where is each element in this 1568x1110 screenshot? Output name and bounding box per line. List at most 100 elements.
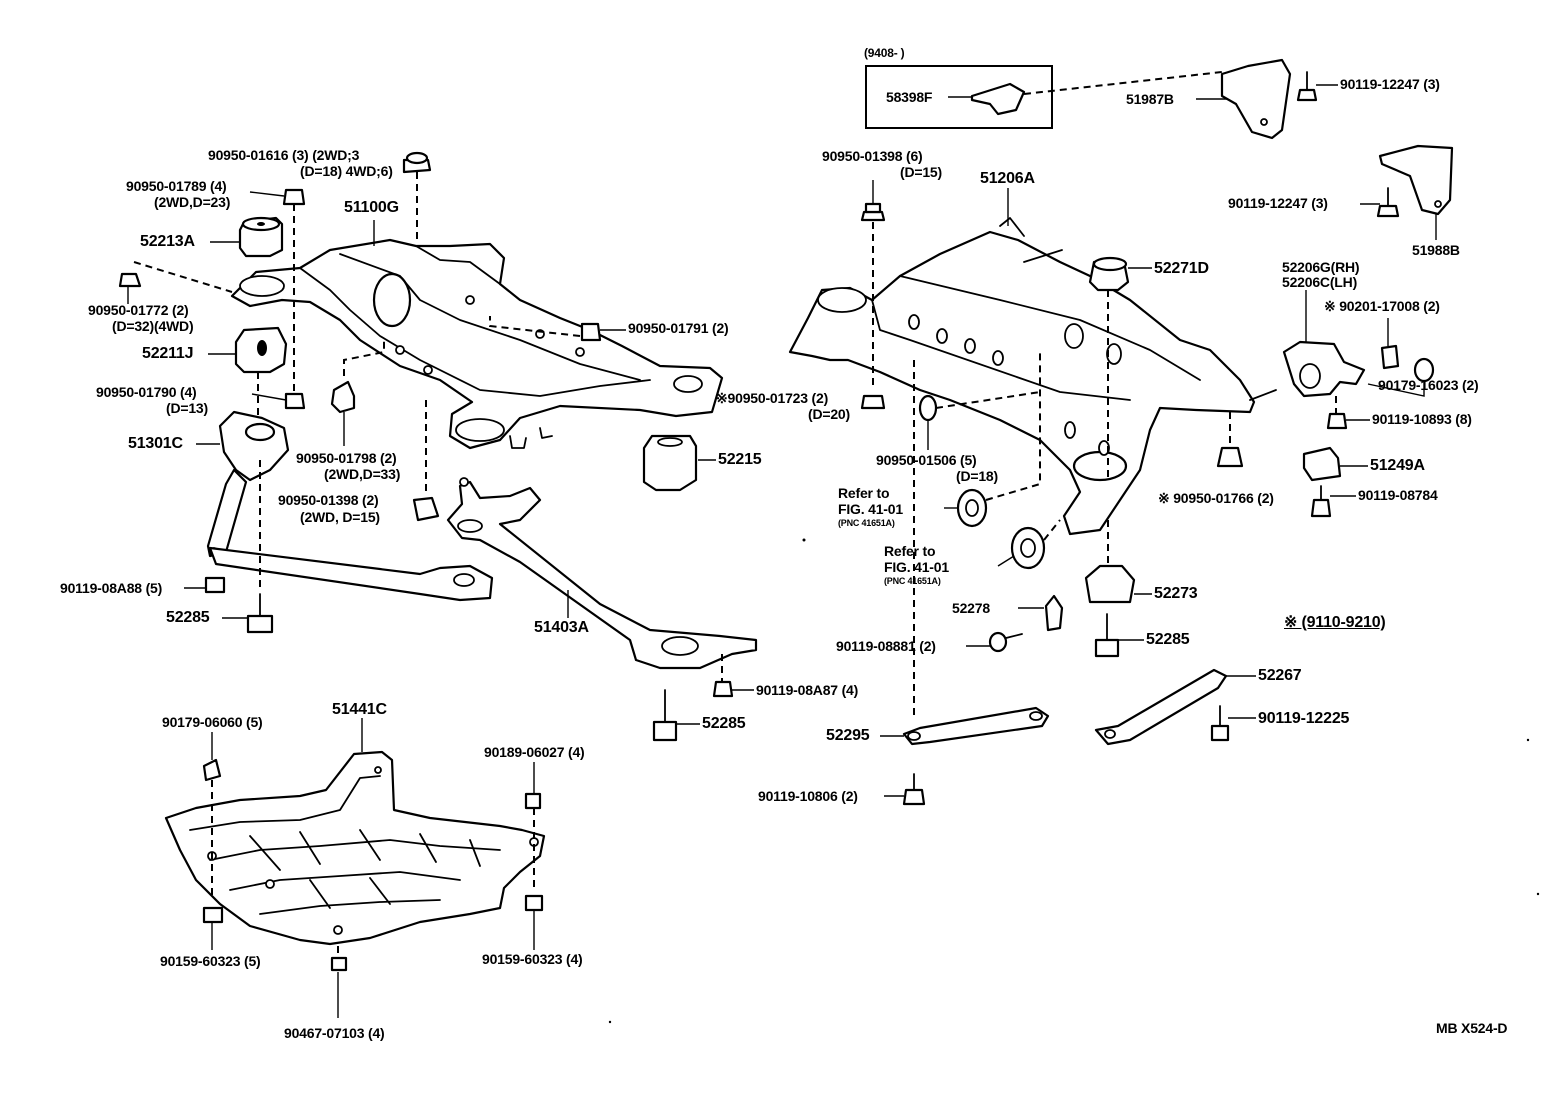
label-51988B: 51988B xyxy=(1412,242,1460,258)
label-90179-06060: 90179-06060 (5) xyxy=(162,714,263,730)
label-52273: 52273 xyxy=(1154,585,1198,602)
label-refer-1: Refer to xyxy=(838,485,890,501)
label-2wd-d33: (2WD,D=33) xyxy=(324,466,401,482)
label-90119-08784: 90119-08784 xyxy=(1358,487,1438,503)
label-90950-01616: 90950-01616 (3) (2WD;3 xyxy=(208,147,360,163)
label-51206A: 51206A xyxy=(980,170,1035,187)
label-pnc-1: (PNC 41651A) xyxy=(838,518,895,528)
bolt-90159-60323-a xyxy=(202,906,224,924)
bolt-90119-08A87 xyxy=(712,680,734,698)
label-90119-12247-a: 90119-12247 (3) xyxy=(1340,76,1440,92)
bolt-90119-10893 xyxy=(1326,412,1348,430)
label-90950-01506: 90950-01506 (5) xyxy=(876,452,977,468)
bushing-90950-01772 xyxy=(118,272,142,288)
label-90950-01398-6: 90950-01398 (6) xyxy=(822,148,923,164)
label-90950-01798: 90950-01798 (2) xyxy=(296,450,397,466)
mount-52215 xyxy=(642,434,698,492)
label-90119-08A87: 90119-08A87 (4) xyxy=(756,682,859,698)
bolt-90119-10806 xyxy=(902,788,926,806)
nut-90189-06027 xyxy=(524,792,542,810)
label-2wd-d23: (2WD,D=23) xyxy=(154,194,231,210)
drawing-code: MB X524-D xyxy=(1436,1020,1508,1036)
clip-90179-06060 xyxy=(202,758,222,782)
bracket-51988B xyxy=(1378,144,1454,216)
member-51301C xyxy=(206,410,494,602)
label-d20: (D=20) xyxy=(808,406,850,422)
label-d15-a: (D=15) xyxy=(900,164,942,180)
inset-header: (9408- ) xyxy=(864,46,905,60)
bolt-90119-12247-a xyxy=(1296,88,1318,102)
bolt-90119-08784 xyxy=(1310,498,1332,518)
label-51100G: 51100G xyxy=(344,199,399,216)
bolt-90119-12225 xyxy=(1210,724,1230,742)
inset-box xyxy=(865,65,1053,129)
label-51441C: 51441C xyxy=(332,701,387,718)
label-90119-08881: 90119-08881 (2) xyxy=(836,638,936,654)
label-90950-01789: 90950-01789 (4) xyxy=(126,178,227,194)
label-90159-60323-b: 90159-60323 (4) xyxy=(482,951,583,967)
bolt-90119-08A88 xyxy=(204,576,226,594)
bolt-90467-07103 xyxy=(330,956,348,972)
strut-52295 xyxy=(902,706,1050,746)
label-effective-note: ※ (9110-9210) xyxy=(1284,614,1386,631)
bushing-90950-01766 xyxy=(1216,446,1244,468)
bracket-51987B xyxy=(1220,58,1292,140)
label-90119-10806: 90119-10806 (2) xyxy=(758,788,858,804)
member-51403A xyxy=(446,477,758,670)
label-90189-06027: 90189-06027 (4) xyxy=(484,744,585,760)
bolt-90119-12247-b xyxy=(1376,204,1400,218)
bracket-52206 xyxy=(1282,340,1366,398)
label-51987B: 51987B xyxy=(1126,91,1174,107)
washer-90201-17008 xyxy=(1380,344,1400,370)
label-d32-4wd: (D=32)(4WD) xyxy=(112,318,194,334)
bolt-90119-08881 xyxy=(988,631,1008,653)
label-51301C: 51301C xyxy=(128,435,183,452)
bolt-52285-c xyxy=(652,720,678,742)
label-90950-01772: 90950-01772 (2) xyxy=(88,302,189,318)
bushing-90950-01398-6 xyxy=(860,210,886,222)
pin-90950-01798 xyxy=(330,380,356,414)
label-d18: (D=18) xyxy=(956,468,998,484)
bolt-52285-a xyxy=(246,614,274,634)
bushing-90950-01791 xyxy=(580,322,602,342)
label-51249A: 51249A xyxy=(1370,457,1425,474)
label-90467-07103: 90467-07103 (4) xyxy=(284,1025,385,1041)
label-52278: 52278 xyxy=(952,600,990,616)
under-cover-51441C xyxy=(164,750,546,946)
label-2wd-d15: (2WD, D=15) xyxy=(300,509,380,525)
label-51403A: 51403A xyxy=(534,619,589,636)
label-90201-17008: ※ 90201-17008 (2) xyxy=(1324,298,1440,314)
label-refer-2: Refer to xyxy=(884,543,936,559)
label-d13: (D=13) xyxy=(166,400,208,416)
strut-52267 xyxy=(1094,668,1228,746)
mount-51249A xyxy=(1302,446,1342,482)
label-52206C: 52206C(LH) xyxy=(1282,274,1358,290)
label-52285-b: 52285 xyxy=(1146,631,1190,648)
label-90950-01790: 90950-01790 (4) xyxy=(96,384,197,400)
label-52295: 52295 xyxy=(826,727,870,744)
label-52215: 52215 xyxy=(718,451,762,468)
label-fig-1: FIG. 41-01 xyxy=(838,501,903,517)
label-90950-01791: 90950-01791 (2) xyxy=(628,320,729,336)
bolt-90159-60323-b xyxy=(524,894,544,912)
label-90950-01766: ※ 90950-01766 (2) xyxy=(1158,490,1274,506)
label-58398F: 58398F xyxy=(886,89,933,105)
rear-crossmember-51206A xyxy=(788,217,1277,536)
bushing-90950-01790 xyxy=(284,392,306,410)
bushing-90950-01789 xyxy=(282,188,306,206)
label-fig-2: FIG. 41-01 xyxy=(884,559,949,575)
label-52211J: 52211J xyxy=(142,345,194,362)
label-52285-a: 52285 xyxy=(166,609,210,626)
bolt-52285-b xyxy=(1094,638,1120,658)
label-52285-c: 52285 xyxy=(702,715,746,732)
label-90950-01723: ※90950-01723 (2) xyxy=(716,390,829,406)
label-pnc-2: (PNC 41651A) xyxy=(884,576,941,586)
stopper-52273 xyxy=(1084,564,1136,604)
bushing-90950-01506 xyxy=(918,394,938,422)
label-52267: 52267 xyxy=(1258,667,1302,684)
label-90119-10893: 90119-10893 (8) xyxy=(1372,411,1472,427)
label-90159-60323-a: 90159-60323 (5) xyxy=(160,953,261,969)
label-52213A: 52213A xyxy=(140,233,195,250)
label-90119-08A88: 90119-08A88 (5) xyxy=(60,580,163,596)
label-90179-16023: 90179-16023 (2) xyxy=(1378,377,1479,393)
